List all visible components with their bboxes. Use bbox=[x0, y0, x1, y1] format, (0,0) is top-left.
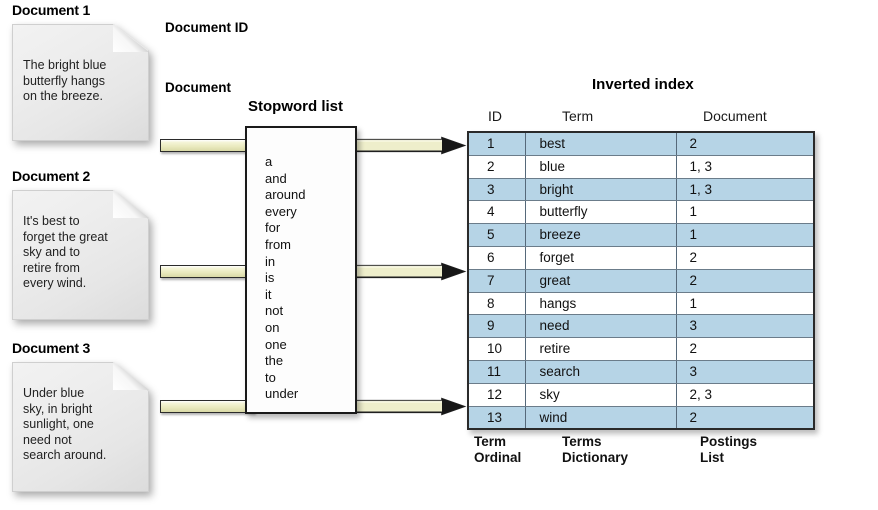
cell-term: hangs bbox=[525, 292, 677, 316]
arrow-stopword-to-index-3 bbox=[349, 397, 467, 416]
stopword-item: to bbox=[265, 369, 276, 385]
inverted-index-title: Inverted index bbox=[592, 76, 694, 93]
table-row[interactable]: 9 need 3 bbox=[468, 314, 814, 339]
stopword-list-title: Stopword list bbox=[248, 98, 343, 115]
table-row[interactable]: 11 search 3 bbox=[468, 360, 814, 384]
document-3-title: Document 3 bbox=[12, 340, 91, 356]
stopword-item: and bbox=[265, 170, 287, 186]
stopword-item: under bbox=[265, 386, 299, 402]
cell-document: 3 bbox=[676, 314, 814, 339]
cell-term: retire bbox=[525, 337, 677, 361]
table-row[interactable]: 8 hangs 1 bbox=[468, 292, 814, 316]
cell-term: great bbox=[525, 269, 677, 293]
cell-term: forget bbox=[525, 246, 677, 270]
arrow-doc2-to-stopword bbox=[160, 265, 255, 278]
document-id-label: Document ID bbox=[165, 20, 249, 35]
cell-document: 1 bbox=[676, 292, 814, 316]
arrow-stopword-to-index-2 bbox=[349, 262, 467, 281]
table-row[interactable]: 1 best 2 bbox=[468, 132, 814, 156]
cell-term: search bbox=[525, 360, 677, 384]
stopword-items: a and around every for from in is it not… bbox=[265, 154, 305, 403]
cell-id: 12 bbox=[468, 383, 526, 407]
cell-id: 6 bbox=[468, 246, 526, 270]
document-2-text: It's best to forget the great sky and to… bbox=[23, 214, 108, 290]
stopword-item: around bbox=[265, 187, 306, 203]
table-row[interactable]: 12 sky 2, 3 bbox=[468, 383, 814, 407]
cell-id: 2 bbox=[468, 155, 526, 179]
caption-terms-dictionary: Terms Dictionary bbox=[562, 434, 629, 465]
cell-id: 11 bbox=[468, 360, 526, 384]
cell-term: need bbox=[525, 314, 677, 339]
inverted-index-table: 1 best 2 2 blue 1, 3 3 bright 1, 3 4 but… bbox=[467, 131, 815, 431]
stopword-item: a bbox=[265, 154, 273, 169]
stopword-item: from bbox=[265, 236, 291, 252]
column-header-document: Document bbox=[703, 108, 767, 124]
cell-document: 2 bbox=[676, 132, 814, 156]
stopword-item: not bbox=[265, 303, 284, 319]
cell-id: 7 bbox=[468, 269, 526, 293]
caption-postings-list: Postings List bbox=[700, 434, 758, 465]
table-row[interactable]: 2 blue 1, 3 bbox=[468, 155, 814, 179]
table-row[interactable]: 10 retire 2 bbox=[468, 337, 814, 361]
document-1-card: The bright blue butterfly hangs on the b… bbox=[12, 24, 149, 141]
stopword-item: every bbox=[265, 203, 297, 219]
cell-document: 2, 3 bbox=[676, 383, 814, 407]
table-row[interactable]: 3 bright 1, 3 bbox=[468, 178, 814, 202]
cell-document: 2 bbox=[676, 269, 814, 293]
cell-document: 1, 3 bbox=[676, 155, 814, 179]
document-3-text: Under blue sky, in bright sunlight, one … bbox=[23, 386, 107, 462]
cell-term: breeze bbox=[525, 223, 677, 247]
cell-term: butterfly bbox=[525, 200, 677, 225]
table-row[interactable]: 5 breeze 1 bbox=[468, 223, 814, 247]
stopword-item: on bbox=[265, 319, 280, 335]
cell-term: sky bbox=[525, 383, 677, 407]
table-row[interactable]: 7 great 2 bbox=[468, 269, 814, 293]
cell-id: 9 bbox=[468, 314, 526, 339]
cell-term: blue bbox=[525, 155, 677, 179]
cell-id: 4 bbox=[468, 200, 526, 225]
cell-id: 8 bbox=[468, 292, 526, 316]
cell-document: 2 bbox=[676, 337, 814, 361]
cell-document: 2 bbox=[676, 406, 814, 430]
document-label: Document bbox=[165, 80, 232, 95]
cell-term: best bbox=[525, 132, 677, 156]
caption-term-ordinal: Term Ordinal bbox=[474, 434, 522, 465]
table-row[interactable]: 13 wind 2 bbox=[468, 406, 814, 430]
cell-document: 3 bbox=[676, 360, 814, 384]
arrow-doc3-to-stopword bbox=[160, 400, 255, 413]
stopword-item: one bbox=[265, 336, 287, 352]
document-3-card: Under blue sky, in bright sunlight, one … bbox=[12, 362, 149, 492]
stopword-item: for bbox=[265, 220, 281, 236]
cell-id: 1 bbox=[468, 132, 526, 156]
arrow-stopword-to-index-1 bbox=[349, 136, 467, 155]
stopword-item: it bbox=[265, 286, 272, 302]
cell-term: wind bbox=[525, 406, 677, 430]
cell-term: bright bbox=[525, 178, 677, 202]
column-header-id: ID bbox=[488, 108, 502, 124]
arrow-doc1-to-stopword bbox=[160, 139, 255, 152]
stopword-item: the bbox=[265, 353, 284, 369]
document-2-card: It's best to forget the great sky and to… bbox=[12, 190, 149, 320]
cell-document: 1 bbox=[676, 200, 814, 225]
column-header-term: Term bbox=[562, 108, 594, 124]
cell-id: 10 bbox=[468, 337, 526, 361]
document-1-text: The bright blue butterfly hangs on the b… bbox=[23, 58, 107, 103]
cell-id: 3 bbox=[468, 178, 526, 202]
table-row[interactable]: 6 forget 2 bbox=[468, 246, 814, 270]
cell-document: 1, 3 bbox=[676, 178, 814, 202]
document-1-title: Document 1 bbox=[12, 2, 91, 18]
document-2-title: Document 2 bbox=[12, 168, 91, 184]
stopword-item: is bbox=[265, 270, 275, 286]
cell-document: 1 bbox=[676, 223, 814, 247]
cell-document: 2 bbox=[676, 246, 814, 270]
cell-id: 5 bbox=[468, 223, 526, 247]
stopword-item: in bbox=[265, 253, 276, 269]
table-row[interactable]: 4 butterfly 1 bbox=[468, 200, 814, 225]
cell-id: 13 bbox=[468, 406, 526, 430]
stopword-list-box: a and around every for from in is it not… bbox=[245, 126, 357, 414]
